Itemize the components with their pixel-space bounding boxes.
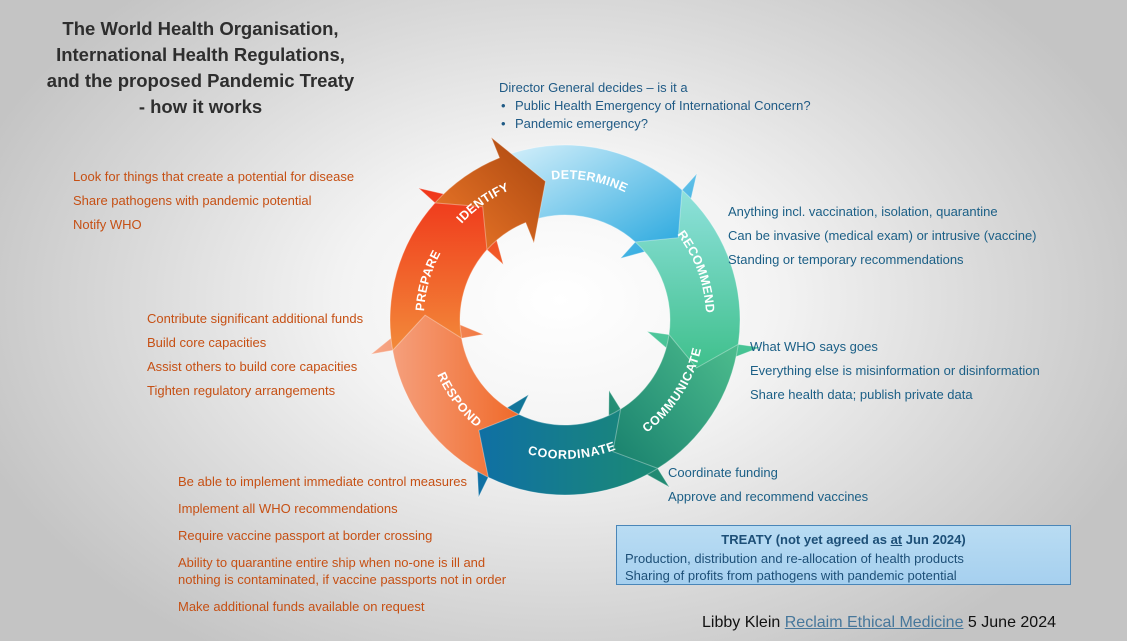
recommend-line: Can be invasive (medical exam) or intrus… — [728, 228, 1037, 243]
identify-notes: Look for things that create a potential … — [73, 169, 354, 241]
coordinate-line: Approve and recommend vaccines — [668, 489, 869, 504]
determine-heading: Director General decides – is it a — [499, 80, 688, 95]
prepare-line: Tighten regulatory arrangements — [147, 383, 336, 398]
determine-bullets: •Public Health Emergency of Internationa… — [499, 97, 811, 133]
recommend-line: Anything incl. vaccination, isolation, q… — [728, 204, 998, 219]
title-line-4: - how it works — [138, 96, 263, 117]
respond-line: Implement all WHO recommendations — [178, 501, 398, 516]
respond-line: Make additional funds available on reque… — [178, 599, 425, 614]
prepare-line: Build core capacities — [147, 335, 267, 350]
credit-author: Libby Klein — [702, 614, 781, 631]
respond-line: Require vaccine passport at border cross… — [178, 528, 433, 543]
determine-notes: Director General decides – is it a •Publ… — [499, 79, 811, 133]
coordinate-line: Coordinate funding — [668, 465, 778, 480]
identify-line: Notify WHO — [73, 217, 142, 232]
cycle-segment-coordinate — [474, 393, 659, 500]
recommend-notes: Anything incl. vaccination, isolation, q… — [728, 204, 1037, 276]
determine-bullet: •Pandemic emergency? — [501, 116, 648, 131]
title-line-3: and the proposed Pandemic Treaty — [46, 70, 355, 91]
respond-line: Ability to quarantine entire ship when n… — [178, 555, 507, 587]
communicate-notes: What WHO says goes Everything else is mi… — [750, 339, 1040, 411]
recommend-line: Standing or temporary recommendations — [728, 252, 964, 267]
credit-line: Libby Klein Reclaim Ethical Medicine 5 J… — [702, 614, 1056, 632]
identify-line: Look for things that create a potential … — [73, 169, 355, 184]
communicate-line: Everything else is misinformation or dis… — [750, 363, 1040, 378]
respond-line: Be able to implement immediate control m… — [178, 474, 468, 489]
respond-notes: Be able to implement immediate control m… — [178, 473, 508, 625]
identify-line: Share pathogens with pandemic potential — [73, 193, 312, 208]
page-title: The World Health Organisation, Internati… — [18, 16, 383, 120]
prepare-line: Assist others to build core capacities — [147, 359, 358, 374]
prepare-notes: Contribute significant additional funds … — [147, 311, 363, 407]
determine-bullet: •Public Health Emergency of Internationa… — [501, 98, 811, 113]
communicate-line: What WHO says goes — [750, 339, 878, 354]
cycle-segment-determine — [498, 144, 698, 260]
treaty-line: Sharing of profits from pathogens with p… — [625, 568, 957, 583]
treaty-line: Production, distribution and re-allocati… — [625, 551, 964, 566]
reclaim-ethical-medicine-link[interactable]: Reclaim Ethical Medicine — [784, 614, 964, 631]
title-line-2: International Health Regulations, — [56, 44, 345, 65]
treaty-box: TREATY (not yet agreed as at Jun 2024) P… — [616, 525, 1071, 585]
title-line-1: The World Health Organisation, — [62, 18, 339, 39]
prepare-line: Contribute significant additional funds — [147, 311, 364, 326]
treaty-heading: TREATY (not yet agreed as at Jun 2024) — [721, 532, 966, 547]
coordinate-notes: Coordinate funding Approve and recommend… — [668, 465, 868, 513]
credit-date: 5 June 2024 — [967, 614, 1056, 631]
communicate-line: Share health data; publish private data — [750, 387, 973, 402]
cycle-segment-identify — [433, 135, 547, 251]
